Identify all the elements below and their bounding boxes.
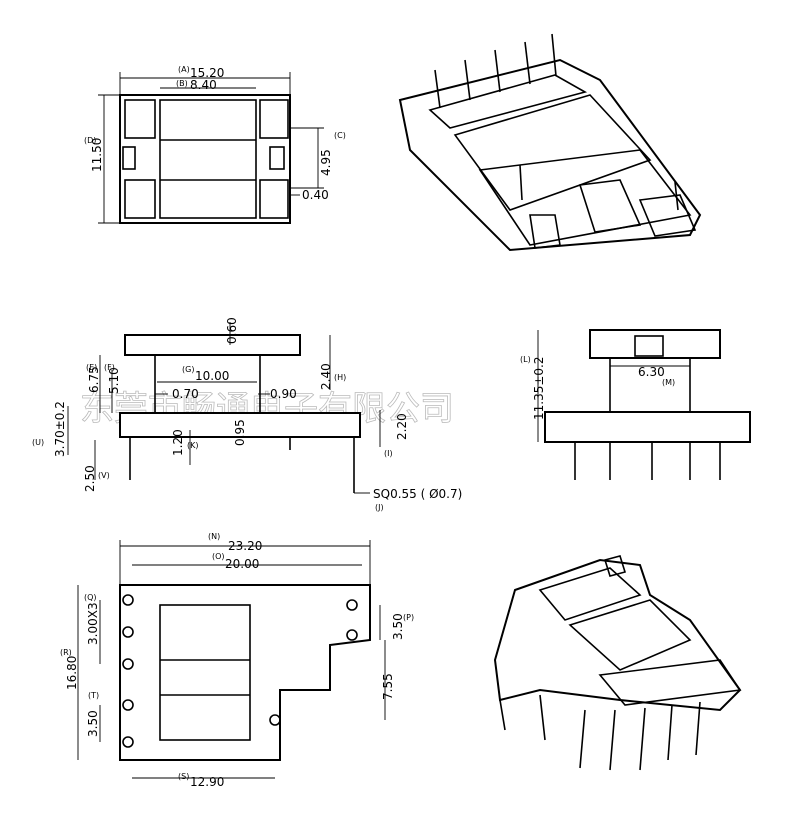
side-view-base	[544, 411, 751, 443]
top-view-flange-bl	[124, 179, 156, 219]
dim-letter-n: (N)	[208, 532, 220, 541]
front-view: 0.60 (E) 6.75 (F) 5.10 (G) 10.00 0.70 0.…	[32, 317, 462, 512]
top-view-outline	[119, 94, 291, 224]
dim-total-width: 16.80	[65, 656, 79, 690]
dim-letter-e: (E)	[86, 363, 97, 372]
dim-letter-p: (P)	[403, 613, 414, 622]
side-view-top-flange	[589, 329, 721, 359]
bottom-view-outline	[119, 584, 371, 761]
dim-letter-t: (T)	[88, 691, 99, 700]
dim-core-window-width: 8.40	[190, 78, 217, 92]
bottom-view-pin-hole	[122, 736, 134, 748]
front-view-base	[119, 412, 361, 438]
dim-letter-m: (M)	[662, 378, 675, 387]
dim-bottom-span: 12.90	[190, 775, 224, 789]
dim-letter-l: (L)	[520, 355, 531, 364]
dim-pin-span: 20.00	[225, 557, 259, 571]
dim-height-f: 5.10	[107, 367, 121, 394]
dim-height-e: 6.75	[87, 366, 101, 393]
dim-right-offset: 0.90	[270, 387, 297, 401]
bottom-view-pin-hole	[269, 714, 281, 726]
dim-standoff: 1.20	[171, 429, 185, 456]
dim-wall-thickness: 0.40	[302, 188, 329, 202]
dim-core-length: 10.00	[195, 369, 229, 383]
dim-letter-c: (C)	[334, 131, 346, 140]
dim-letter-h: (H)	[334, 373, 346, 382]
dim-letter-k: (K)	[187, 441, 199, 450]
dim-total-length: 23.20	[228, 539, 262, 553]
side-view: (L) 11.35±0.2 6.30 (M)	[520, 329, 751, 480]
side-view-top-slot	[634, 335, 664, 357]
dim-height-h: 2.40	[319, 363, 333, 390]
bottom-view-pin-hole	[122, 658, 134, 670]
dim-letter-r: (R)	[60, 648, 72, 657]
bottom-view-core	[159, 604, 251, 741]
dim-letter-s: (S)	[178, 772, 189, 781]
top-view-core-window	[159, 99, 257, 219]
dim-left-offset: 0.70	[172, 387, 199, 401]
dim-pin-section: SQ0.55 ( Ø0.7)	[373, 487, 462, 501]
dim-overall-length: 15.20	[190, 66, 224, 80]
top-view-flange-br	[259, 179, 289, 219]
dim-letter-q: (Q)	[84, 593, 97, 602]
dim-letter-g: (G)	[182, 365, 194, 374]
bottom-view-pin-hole	[122, 626, 134, 638]
dim-pin-offset: 2.20	[395, 413, 409, 440]
dim-pin-pitch: 3.00X3	[86, 602, 100, 645]
top-view-slot-left	[122, 146, 136, 170]
dim-letter-b: (B)	[176, 79, 188, 88]
bottom-view-pin-hole	[122, 594, 134, 606]
iso-bottom-body	[493, 558, 742, 712]
bottom-view-pin-hole	[122, 699, 134, 711]
isometric-view-bottom	[493, 555, 742, 771]
dim-right-pin-pitch: 3.50	[391, 613, 405, 640]
dim-letter-a: (A)	[178, 65, 190, 74]
dim-step-height: 0.95	[233, 419, 247, 446]
dim-pin-length: 2.50	[83, 465, 97, 492]
dim-letter-o: (O)	[212, 552, 225, 561]
dim-letter-u: (U)	[32, 438, 44, 447]
top-view: (A) 15.20 (B) 8.40 (C) 4.95 (D) 11.50 0.…	[84, 65, 346, 224]
dim-overall-height: 11.35±0.2	[532, 357, 546, 421]
bottom-view: (N) 23.20 (O) 20.00 (Q) 3.00X3 (R) 16.80…	[60, 532, 414, 789]
top-view-flange-tl	[124, 99, 156, 139]
dim-letter-j: (J)	[375, 503, 384, 512]
top-view-slot-right	[269, 146, 285, 170]
dim-slot-spacing: 4.95	[319, 149, 333, 176]
top-view-flange-tr	[259, 99, 289, 139]
bottom-view-pin-hole	[346, 629, 358, 641]
dim-letter-d: (D)	[84, 136, 96, 145]
dim-core-width: 6.30	[638, 365, 665, 379]
dim-base-height: 3.70±0.2	[53, 401, 67, 457]
dim-letter-f: (F)	[104, 363, 115, 372]
dim-right-pin-offset: 7.55	[381, 673, 395, 700]
dim-overall-width: 11.50	[90, 138, 104, 172]
front-view-top-flange	[124, 334, 301, 356]
dim-flange-gap: 0.60	[225, 317, 239, 344]
dim-lower-pin-pitch: 3.50	[86, 710, 100, 737]
bottom-view-pin-hole	[346, 599, 358, 611]
isometric-view-top	[398, 33, 702, 252]
iso-top-body	[398, 58, 702, 252]
dim-letter-i: (I)	[384, 449, 393, 458]
dim-letter-v: (V)	[98, 471, 110, 480]
